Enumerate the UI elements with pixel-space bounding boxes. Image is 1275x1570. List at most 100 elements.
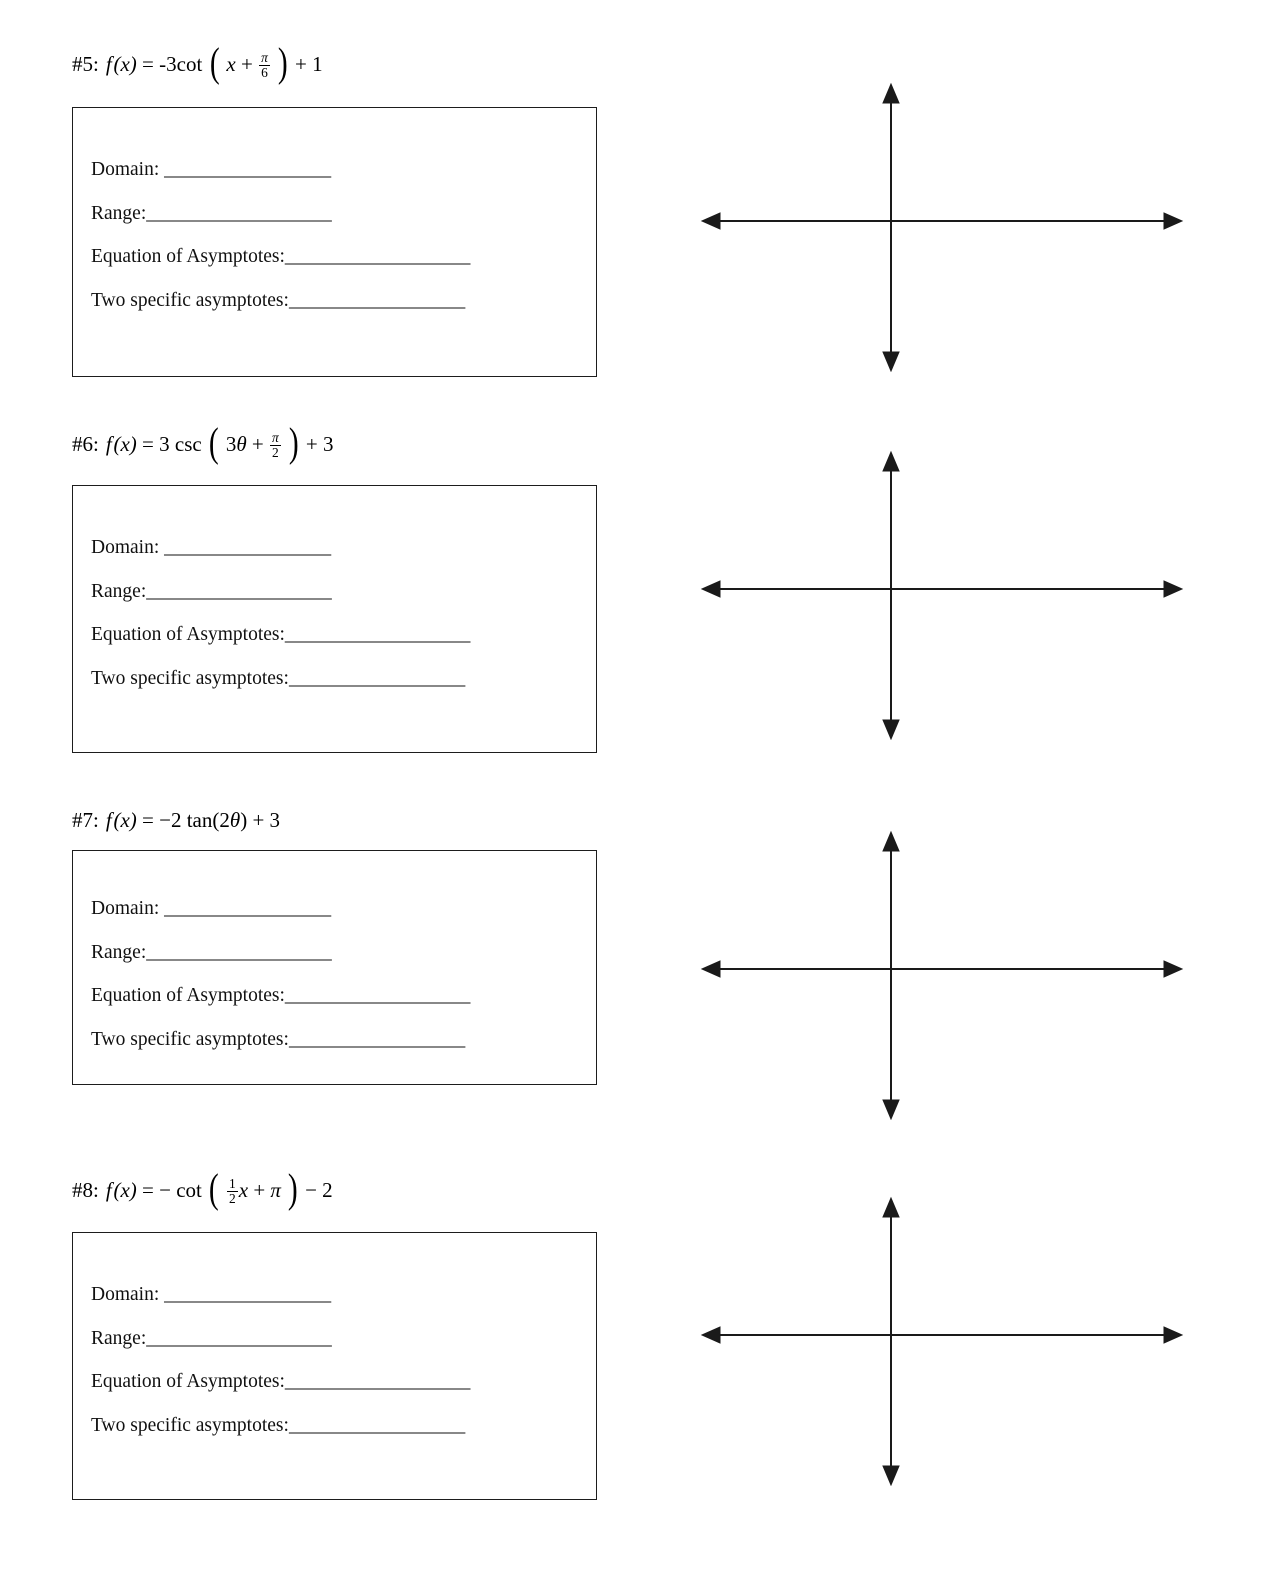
range-label: Range: bbox=[91, 580, 147, 602]
problem-5-amplitude: -3 bbox=[159, 52, 177, 77]
problem-7-graph-axes[interactable] bbox=[700, 830, 1184, 1120]
problem-8-inner-variable: x bbox=[238, 1178, 249, 1203]
function-notation: f (x) bbox=[105, 432, 137, 457]
asymptote-equation-label: Equation of Asymptotes: bbox=[91, 985, 285, 1006]
problem-7-answer-box[interactable]: Domain: __________________ Range:_______… bbox=[72, 850, 597, 1085]
problem-5-inner-variable: x bbox=[226, 52, 236, 77]
problem-6-amplitude: 3 bbox=[159, 432, 170, 457]
asymptote-equation-label: Equation of Asymptotes: bbox=[91, 1371, 285, 1392]
equals-sign: = bbox=[142, 52, 154, 77]
domain-line: Domain: __________________ bbox=[91, 1285, 586, 1305]
asymptote-equation-blank[interactable]: ____________________ bbox=[284, 246, 471, 267]
two-asymptotes-line: Two specific asymptotes:________________… bbox=[91, 667, 586, 689]
x-axis-right-arrowhead bbox=[1163, 212, 1184, 230]
problem-6-equation: #6: f (x) = 3 csc ( 3θ + π 2 ) + 3 bbox=[72, 419, 334, 465]
two-asymptotes-blank[interactable]: ___________________ bbox=[288, 1414, 465, 1436]
domain-label: Domain: bbox=[91, 898, 165, 919]
phase-numerator: π bbox=[261, 50, 268, 66]
y-axis-down-arrowhead bbox=[882, 719, 900, 740]
domain-label: Domain: bbox=[91, 1284, 165, 1305]
domain-blank[interactable]: __________________ bbox=[164, 898, 331, 919]
problem-5-trig: cot bbox=[176, 52, 203, 77]
asymptote-equation-blank[interactable]: ____________________ bbox=[284, 624, 471, 645]
x-axis-left-arrowhead bbox=[700, 580, 721, 598]
problem-8-phase: π bbox=[270, 1178, 281, 1203]
problem-7-trig: tan bbox=[186, 808, 213, 832]
equals-sign: = bbox=[142, 1178, 154, 1203]
problem-5-number: #5: bbox=[72, 52, 99, 77]
problem-8-vertical-shift: 2 bbox=[322, 1178, 333, 1203]
open-paren: ( bbox=[212, 808, 220, 832]
domain-label: Domain: bbox=[91, 537, 165, 558]
range-blank[interactable]: ____________________ bbox=[146, 202, 332, 224]
problem-5-phase-fraction: π 6 bbox=[259, 51, 270, 79]
range-label: Range: bbox=[91, 1327, 147, 1349]
coordinate-axes-svg bbox=[700, 1196, 1184, 1486]
problem-6-answer-box[interactable]: Domain: __________________ Range:_______… bbox=[72, 485, 597, 753]
problem-6-number: #6: bbox=[72, 432, 99, 457]
two-asymptotes-line: Two specific asymptotes:________________… bbox=[91, 1028, 586, 1050]
x-axis-right-arrowhead bbox=[1163, 1326, 1184, 1344]
x-axis-left-arrowhead bbox=[700, 212, 721, 230]
problem-6-inner-sign: + bbox=[251, 432, 264, 457]
problem-7-equation: #7: f (x) = −2 tan(2θ) + 3 bbox=[72, 810, 280, 831]
y-axis-up-arrowhead bbox=[882, 450, 900, 472]
asymptote-equation-line: Equation of Asymptotes:_________________… bbox=[91, 625, 586, 645]
problem-8-graph-axes[interactable] bbox=[700, 1196, 1184, 1486]
range-line: Range:____________________ bbox=[91, 1327, 586, 1349]
domain-line: Domain: __________________ bbox=[91, 899, 586, 919]
problem-8-inner-coefficient-fraction: 1 2 bbox=[227, 1177, 238, 1205]
problem-5-vertical-shift: 1 bbox=[312, 52, 323, 77]
function-notation: f (x) bbox=[105, 52, 137, 77]
problem-6-phase-fraction: π 2 bbox=[270, 431, 281, 459]
problem-5-inner-sign: + bbox=[241, 52, 253, 77]
problem-5-graph-axes[interactable] bbox=[700, 82, 1184, 372]
problem-5-equation: #5: f (x) = -3cot ( x + π 6 ) + 1 bbox=[72, 39, 323, 85]
range-blank[interactable]: ____________________ bbox=[146, 580, 332, 602]
problem-8-inner-sign: + bbox=[253, 1178, 266, 1203]
two-asymptotes-line: Two specific asymptotes:________________… bbox=[91, 1414, 586, 1436]
problem-7-number: #7: bbox=[72, 808, 99, 832]
asymptote-equation-label: Equation of Asymptotes: bbox=[91, 246, 285, 267]
range-blank[interactable]: ____________________ bbox=[146, 1327, 332, 1349]
problem-7-amplitude: −2 bbox=[159, 808, 182, 832]
phase-denominator: 6 bbox=[259, 64, 270, 80]
range-blank[interactable]: ____________________ bbox=[146, 941, 332, 963]
problem-6-graph-axes[interactable] bbox=[700, 450, 1184, 740]
range-label: Range: bbox=[91, 941, 147, 963]
problem-7-shift-sign: + bbox=[252, 808, 265, 832]
equals-sign: = bbox=[142, 808, 154, 832]
range-label: Range: bbox=[91, 202, 147, 224]
domain-blank[interactable]: __________________ bbox=[164, 1284, 331, 1305]
coefficient-denominator: 2 bbox=[227, 1190, 238, 1206]
problem-8-trig: cot bbox=[176, 1178, 202, 1203]
coordinate-axes-svg bbox=[700, 450, 1184, 740]
two-asymptotes-blank[interactable]: ___________________ bbox=[288, 1028, 465, 1050]
asymptote-equation-blank[interactable]: ____________________ bbox=[284, 985, 471, 1006]
asymptote-equation-line: Equation of Asymptotes:_________________… bbox=[91, 247, 586, 267]
problem-6-trig: csc bbox=[174, 432, 202, 457]
problem-5-answer-box[interactable]: Domain: __________________ Range:_______… bbox=[72, 107, 597, 377]
domain-line: Domain: __________________ bbox=[91, 160, 586, 180]
problem-8-answer-box[interactable]: Domain: __________________ Range:_______… bbox=[72, 1232, 597, 1500]
problem-7-inner-coefficient: 2 bbox=[219, 808, 230, 832]
domain-line: Domain: __________________ bbox=[91, 538, 586, 558]
coordinate-axes-svg bbox=[700, 82, 1184, 372]
asymptote-equation-blank[interactable]: ____________________ bbox=[284, 1371, 471, 1392]
y-axis-down-arrowhead bbox=[882, 1099, 900, 1120]
domain-blank[interactable]: __________________ bbox=[164, 159, 331, 180]
problem-6-vertical-shift: 3 bbox=[322, 432, 334, 457]
equals-sign: = bbox=[142, 432, 154, 457]
domain-label: Domain: bbox=[91, 159, 165, 180]
y-axis-up-arrowhead bbox=[882, 1196, 900, 1218]
y-axis-down-arrowhead bbox=[882, 1465, 900, 1486]
two-asymptotes-blank[interactable]: ___________________ bbox=[288, 667, 465, 689]
problem-8-number: #8: bbox=[72, 1178, 99, 1203]
domain-blank[interactable]: __________________ bbox=[164, 537, 331, 558]
phase-denominator: 2 bbox=[270, 444, 281, 460]
problem-8-equation: #8: f (x) = − cot ( 1 2 x + π ) − 2 bbox=[72, 1165, 333, 1211]
two-asymptotes-blank[interactable]: ___________________ bbox=[288, 289, 465, 311]
x-axis-left-arrowhead bbox=[700, 1326, 721, 1344]
range-line: Range:____________________ bbox=[91, 202, 586, 224]
